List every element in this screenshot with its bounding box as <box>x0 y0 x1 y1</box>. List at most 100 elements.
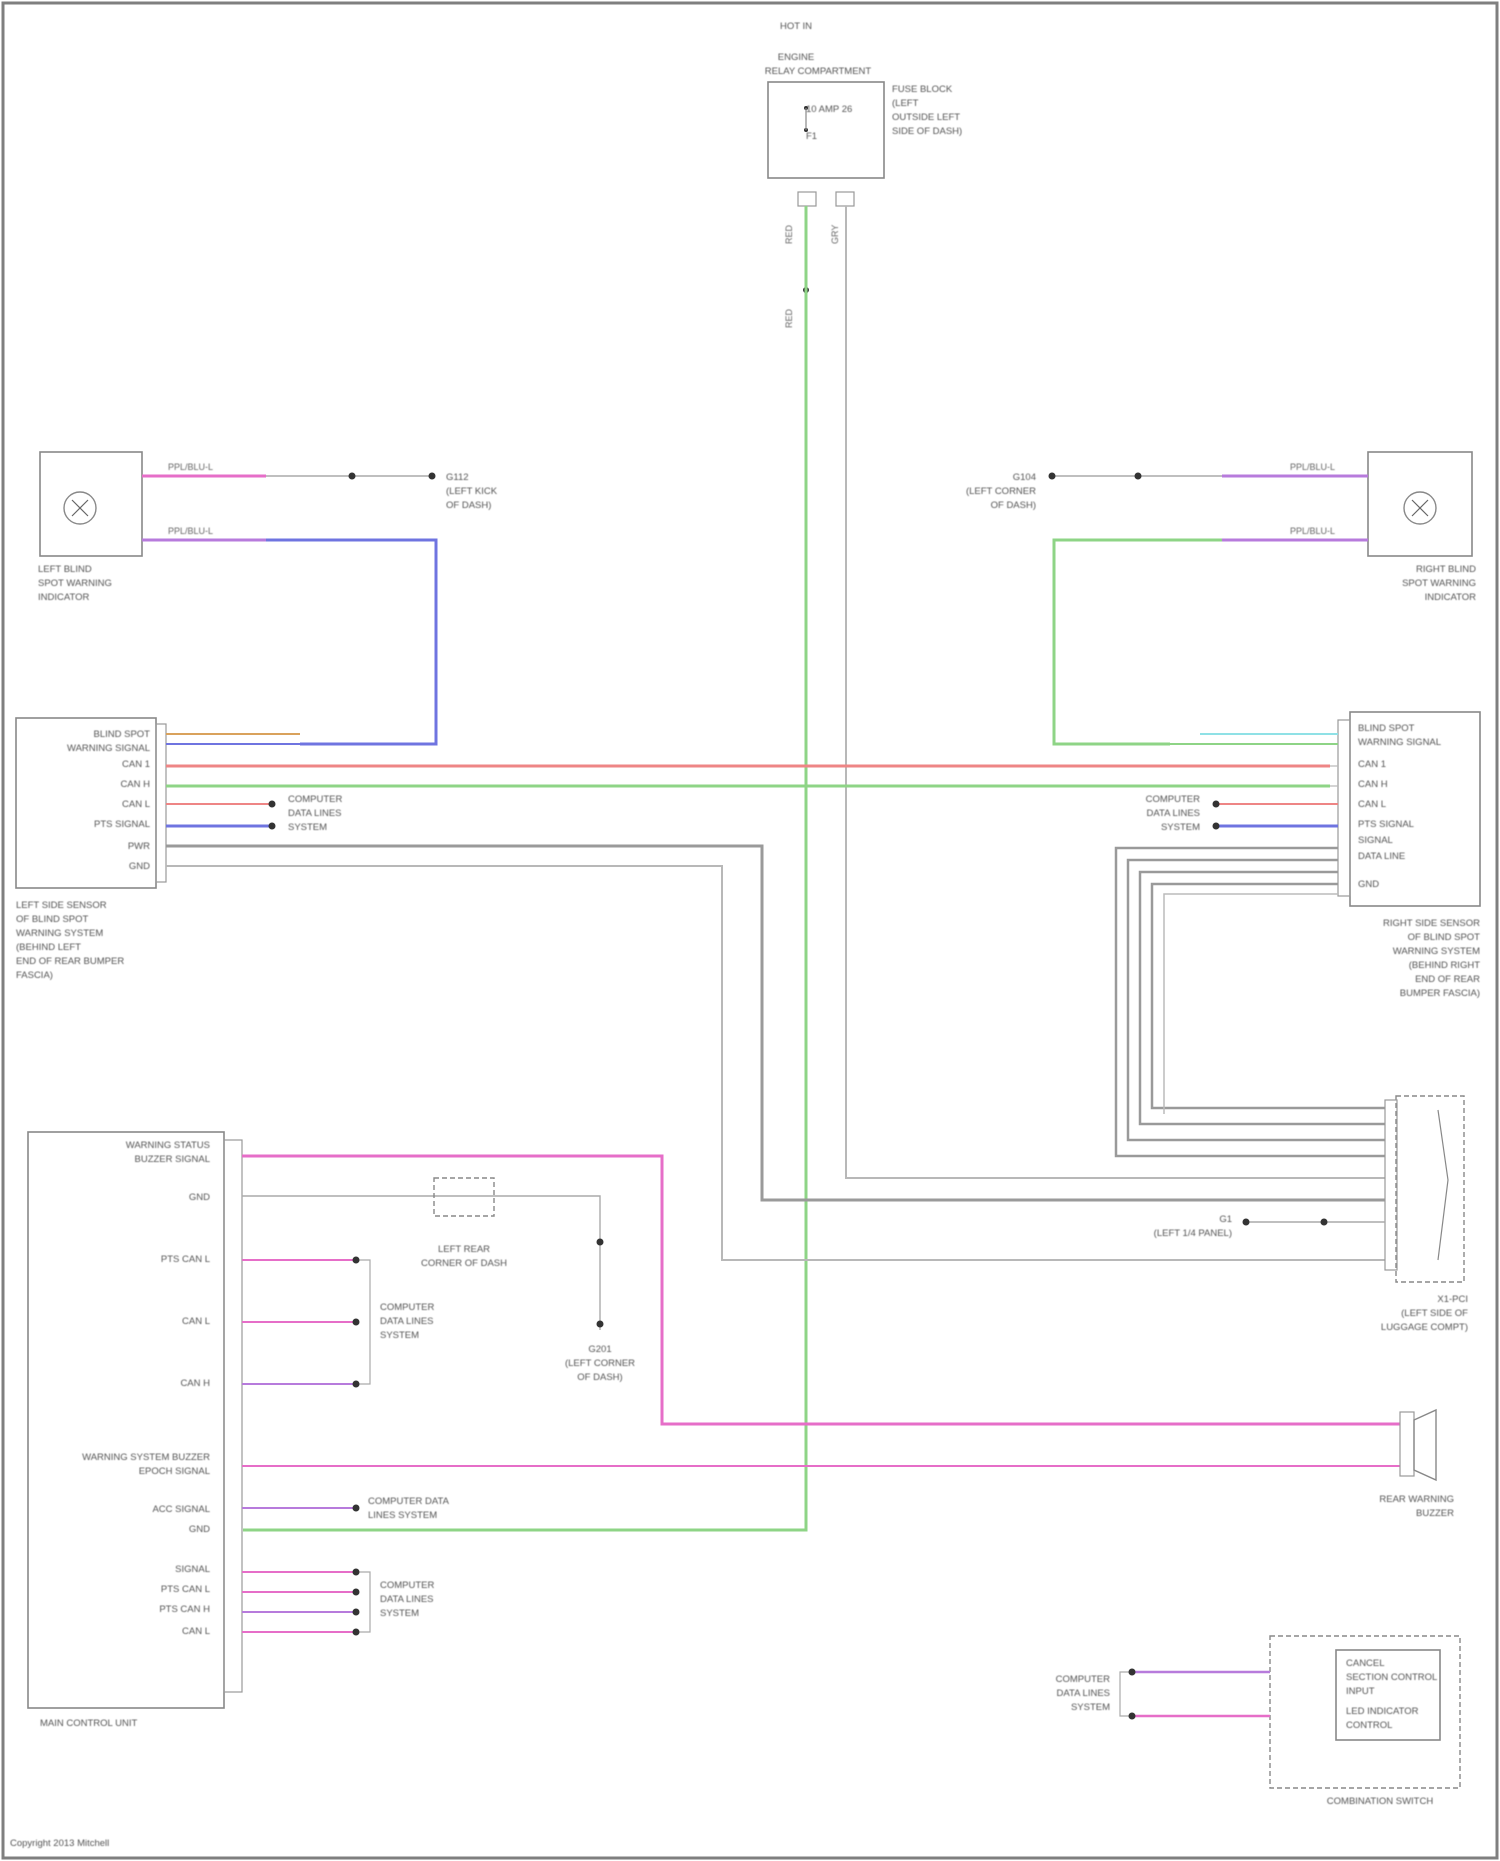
main-data-ref-2: DATA LINES <box>380 1316 434 1327</box>
buzzer-label-2: BUZZER <box>1416 1508 1454 1519</box>
left-module-label-6: FASCIA) <box>16 970 53 981</box>
right-module-pin-7: SIGNAL <box>1358 835 1393 846</box>
ground-dot-left-ind-2 <box>429 473 436 480</box>
fuse-inner-label: 10 AMP 26 <box>806 104 852 115</box>
fuse-label-line3: OUTSIDE LEFT <box>892 112 960 123</box>
wire-main-bot-bracket <box>356 1572 370 1632</box>
right-module-pin-3: CAN 1 <box>1358 759 1386 770</box>
right-module-label-3: WARNING SYSTEM <box>1393 946 1480 957</box>
wire-right-module-bus-stub <box>1330 766 1338 786</box>
right-module-pin-9: GND <box>1358 879 1379 890</box>
right-indicator-label-1: RIGHT BLIND <box>1416 564 1476 575</box>
left-module-pin-1: BLIND SPOT <box>94 729 151 740</box>
connector-label-1: X1-PCI <box>1437 1294 1468 1305</box>
buzzer-label-1: REAR WARNING <box>1379 1494 1454 1505</box>
right-module-label-2: OF BLIND SPOT <box>1408 932 1481 943</box>
right-module-label-6: BUMPER FASCIA) <box>1400 988 1480 999</box>
left-module-pin-2: WARNING SIGNAL <box>67 743 150 754</box>
main-ground-ref-2: (LEFT CORNER <box>565 1358 635 1369</box>
main-pin-14: CAN L <box>182 1626 210 1637</box>
fuse-pin-left <box>798 192 816 206</box>
left-module-label-3: WARNING SYSTEM <box>16 928 103 939</box>
footer-copyright: Copyright 2013 Mitchell <box>10 1838 109 1849</box>
right-indicator-label-3: INDICATOR <box>1425 592 1477 603</box>
buzzer-speaker-icon <box>1414 1410 1436 1480</box>
right-module-label-1: RIGHT SIDE SENSOR <box>1383 918 1480 929</box>
left-ind-ground-ref-1: G112 <box>446 472 469 483</box>
ground-dot-right-ind-2 <box>1049 473 1056 480</box>
combi-ref-3: SYSTEM <box>1071 1702 1110 1713</box>
left-indicator-label-1: LEFT BLIND <box>38 564 92 575</box>
splice-dot-bot-1 <box>353 1569 360 1576</box>
right-module-label-5: END OF REAR <box>1415 974 1480 985</box>
splice-dot-main-3 <box>353 1381 360 1388</box>
page-border <box>3 3 1497 1858</box>
wire-label-right-ind-2: PPL/BLU-L <box>1290 526 1335 536</box>
left-indicator-filament <box>72 500 88 516</box>
fuse-label-line1: FUSE BLOCK <box>892 84 953 95</box>
main-pin-5: CAN L <box>182 1316 210 1327</box>
connector-x1 <box>1396 1096 1464 1282</box>
right-ind-ground-ref-2: (LEFT CORNER <box>966 486 1036 497</box>
wire-right-harness-2 <box>1128 860 1385 1140</box>
main-data-ref2-1: COMPUTER DATA <box>368 1496 450 1507</box>
left-module-splice-ref-1: COMPUTER <box>288 794 343 805</box>
main-data-ref3-3: SYSTEM <box>380 1608 419 1619</box>
right-module-label-4: (BEHIND RIGHT <box>1409 960 1480 971</box>
splice-dot-main-acc <box>353 1505 360 1512</box>
main-data-ref2-2: LINES SYSTEM <box>368 1510 437 1521</box>
splice-dot-left-module-2 <box>269 823 276 830</box>
splice-dot-left-module-1 <box>269 801 276 808</box>
header-label: HOT IN <box>780 21 812 32</box>
combi-inner-3: INPUT <box>1346 1686 1375 1697</box>
main-pin-12: PTS CAN L <box>161 1584 210 1595</box>
left-module-pin-8: GND <box>129 861 150 872</box>
connector-x1-pins <box>1385 1100 1397 1270</box>
main-pin-9: ACC SIGNAL <box>152 1504 210 1515</box>
combi-ref-1: COMPUTER <box>1056 1674 1111 1685</box>
main-ground-ref-3: OF DASH) <box>577 1372 622 1383</box>
right-indicator-box <box>1368 452 1472 556</box>
splice-dot-main-2 <box>353 1319 360 1326</box>
main-pin-3: GND <box>189 1192 210 1203</box>
left-module-splice-ref-3: SYSTEM <box>288 822 327 833</box>
junction-label-line1: ENGINE <box>778 52 814 63</box>
combi-switch-label: COMBINATION SWITCH <box>1327 1796 1434 1807</box>
wire-right-harness-3 <box>1140 872 1385 1124</box>
left-module-label-1: LEFT SIDE SENSOR <box>16 900 107 911</box>
right-ind-ground-ref-3: OF DASH) <box>991 500 1036 511</box>
connector-ground-ref-1: G1 <box>1219 1214 1232 1225</box>
right-module-pin-2: WARNING SIGNAL <box>1358 737 1441 748</box>
right-module-splice-ref-2: DATA LINES <box>1147 808 1201 819</box>
main-pin-1: WARNING STATUS <box>126 1140 210 1151</box>
fuse-label-line4: SIDE OF DASH) <box>892 126 962 137</box>
wire-label-top-a: RED <box>784 224 794 244</box>
ground-dot-main-1 <box>597 1239 604 1246</box>
wire-right-harness-4 <box>1152 884 1385 1108</box>
main-unit-title: MAIN CONTROL UNIT <box>40 1718 137 1729</box>
right-indicator-label-2: SPOT WARNING <box>1402 578 1476 589</box>
main-unit-connector <box>224 1140 242 1692</box>
main-pin-4: PTS CAN L <box>161 1254 210 1265</box>
left-module-label-2: OF BLIND SPOT <box>16 914 89 925</box>
main-pin-6: CAN H <box>180 1378 210 1389</box>
left-module-pin-3: CAN 1 <box>122 759 150 770</box>
splice-dot-main-1 <box>353 1257 360 1264</box>
right-module-pin-8: DATA LINE <box>1358 851 1405 862</box>
wire-label-top-c: RED <box>784 308 794 328</box>
connector-x1-shield <box>1438 1110 1448 1260</box>
left-indicator-label-2: SPOT WARNING <box>38 578 112 589</box>
wire-right-harness-5 <box>1164 894 1338 1114</box>
left-module-pin-7: PWR <box>128 841 150 852</box>
wire-green-right <box>1054 540 1222 744</box>
connector-label-2: (LEFT SIDE OF <box>1401 1308 1468 1319</box>
splice-dot-combi-1 <box>1129 1669 1136 1676</box>
left-module-pin-4: CAN H <box>120 779 150 790</box>
ground-dot-main-2 <box>597 1321 604 1328</box>
left-module-label-5: END OF REAR BUMPER <box>16 956 124 967</box>
left-module-pin-6: PTS SIGNAL <box>94 819 150 830</box>
ground-dot-left-ind <box>349 473 356 480</box>
combi-inner-2: SECTION CONTROL <box>1346 1672 1437 1683</box>
right-module-pin-4: CAN H <box>1358 779 1388 790</box>
wire-combi-bracket <box>1120 1672 1132 1716</box>
